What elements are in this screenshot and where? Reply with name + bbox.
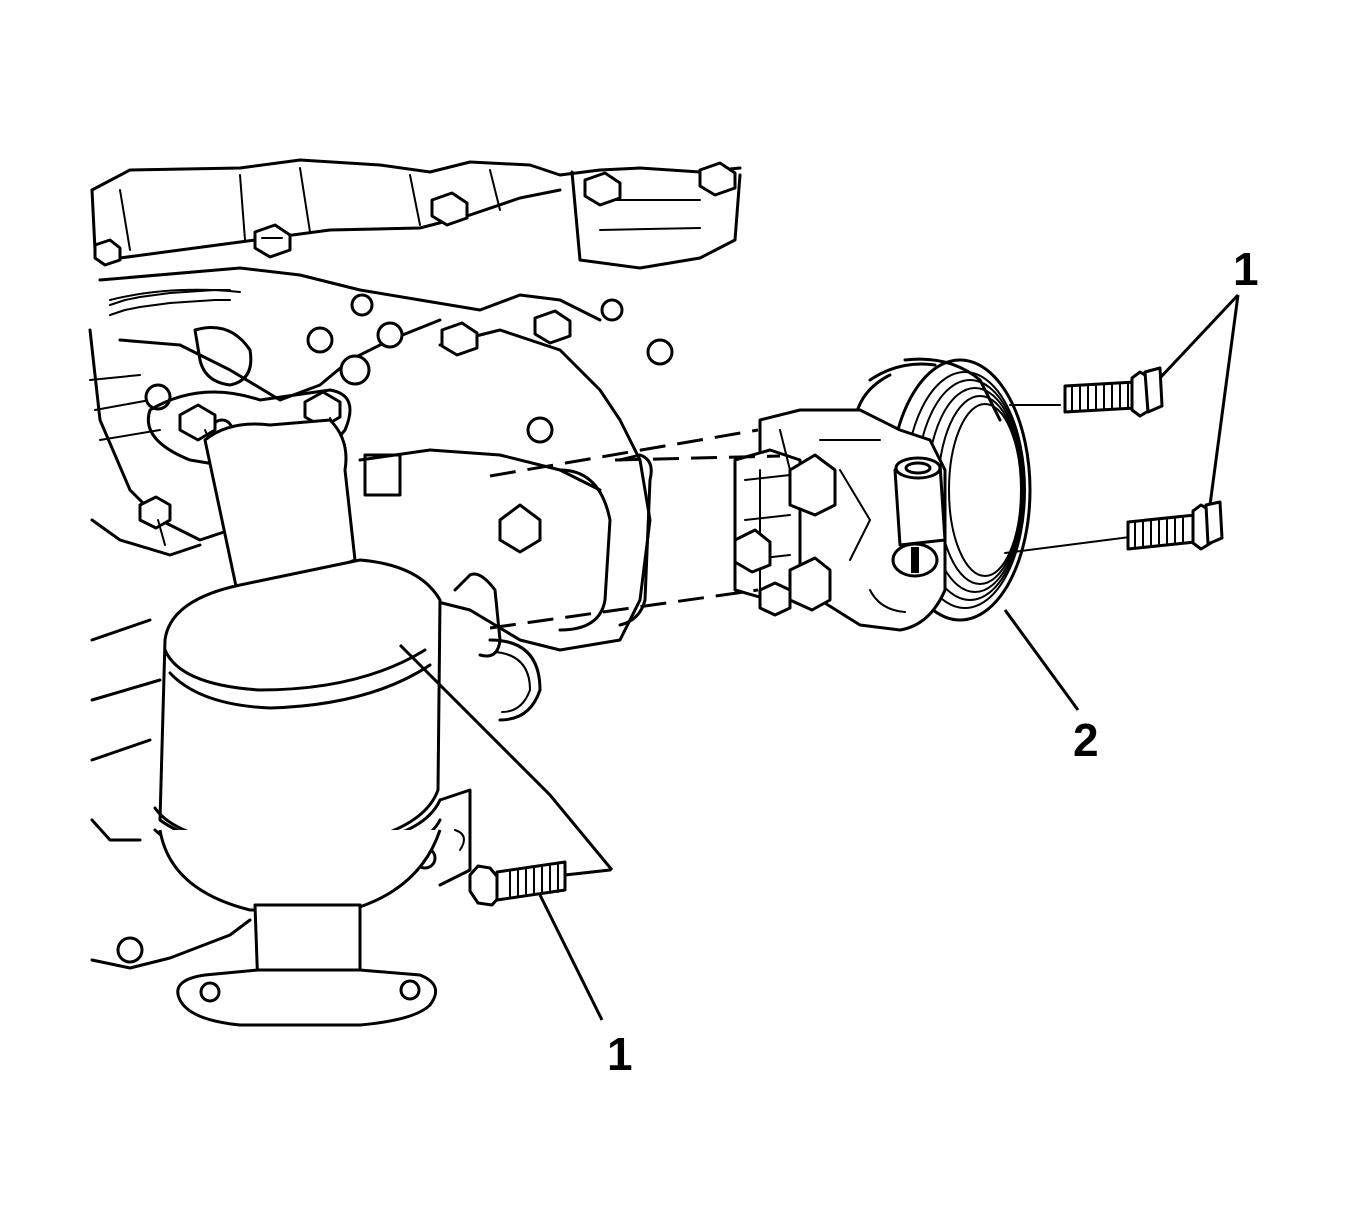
callout-pump: 2 [1073, 714, 1099, 766]
leader-lines [398, 293, 1240, 1021]
callout-bolt-lower: 1 [607, 1028, 633, 1080]
bolt-upper-right [1063, 366, 1164, 418]
power-steering-pump [733, 357, 1032, 632]
block-bolt-4 [698, 161, 737, 197]
block-bolt-6 [440, 309, 572, 357]
callout-bolt-upper: 1 [1233, 243, 1259, 295]
block-bolt-2 [430, 191, 469, 227]
alignment-lines [489, 404, 1131, 630]
block-bolt-1 [253, 223, 292, 259]
bolt-lower-left [468, 860, 612, 907]
engine-block [88, 158, 742, 970]
block-bolt-5 [93, 238, 122, 267]
chain-links [109, 289, 231, 316]
bolt-middle-right [1126, 500, 1224, 551]
block-bolt-3 [583, 171, 622, 207]
catalytic-converter [153, 418, 442, 1027]
